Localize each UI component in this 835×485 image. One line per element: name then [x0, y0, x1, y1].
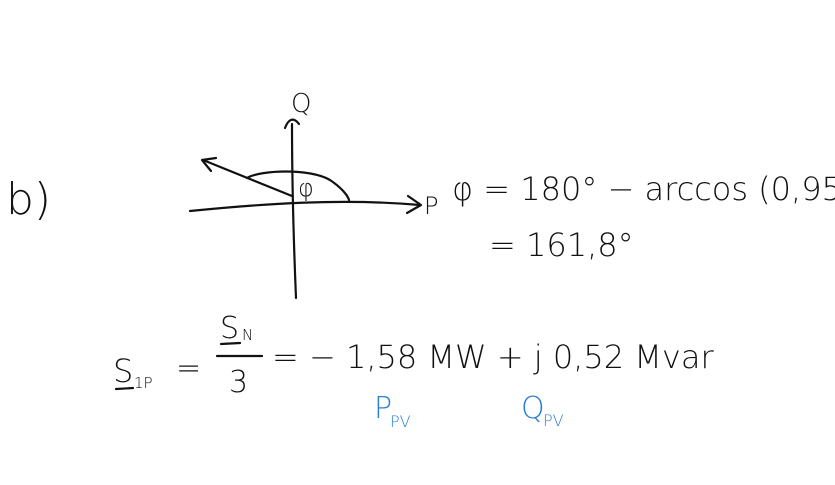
frac-numerator-underline	[219, 341, 242, 346]
q-annotation: Q	[521, 391, 545, 426]
p-annotation-subscript: PV	[390, 412, 411, 431]
phi-result: = 161,8°	[489, 226, 634, 264]
p-annotation: P	[374, 391, 392, 426]
part-label: b)	[6, 174, 51, 225]
frac-numerator-subscript: N	[242, 326, 253, 344]
q-annotation-subscript: PV	[543, 411, 564, 430]
frac-numerator: S	[220, 311, 239, 346]
phasor-diagram: Q P φ	[188, 89, 438, 300]
phi-equation: φ = 180° − arccos (0,95)	[452, 170, 835, 208]
p-axis-arrowhead	[405, 194, 423, 215]
q-axis-arrowhead	[283, 118, 301, 130]
q-axis-label: Q	[291, 89, 311, 119]
s-lhs-subscript: 1P	[134, 374, 153, 392]
power-rhs: = − 1,58 MW + j 0,52 Mvar	[272, 338, 714, 376]
p-axis-label: P	[424, 192, 438, 220]
p-axis	[188, 200, 422, 213]
angle-arc	[245, 170, 351, 202]
q-axis	[290, 122, 298, 300]
phasor-arrowhead	[200, 156, 218, 173]
blue-annotations: P PV Q PV	[374, 391, 564, 431]
power-equation: S 1P = S N 3 = − 1,58 MW + j 0,52 Mvar	[113, 311, 714, 400]
s-lhs-underline	[114, 386, 135, 391]
equals-sign: =	[176, 351, 201, 386]
frac-denominator: 3	[229, 365, 248, 400]
angle-symbol: φ	[298, 174, 314, 202]
s-lhs: S	[113, 352, 133, 390]
